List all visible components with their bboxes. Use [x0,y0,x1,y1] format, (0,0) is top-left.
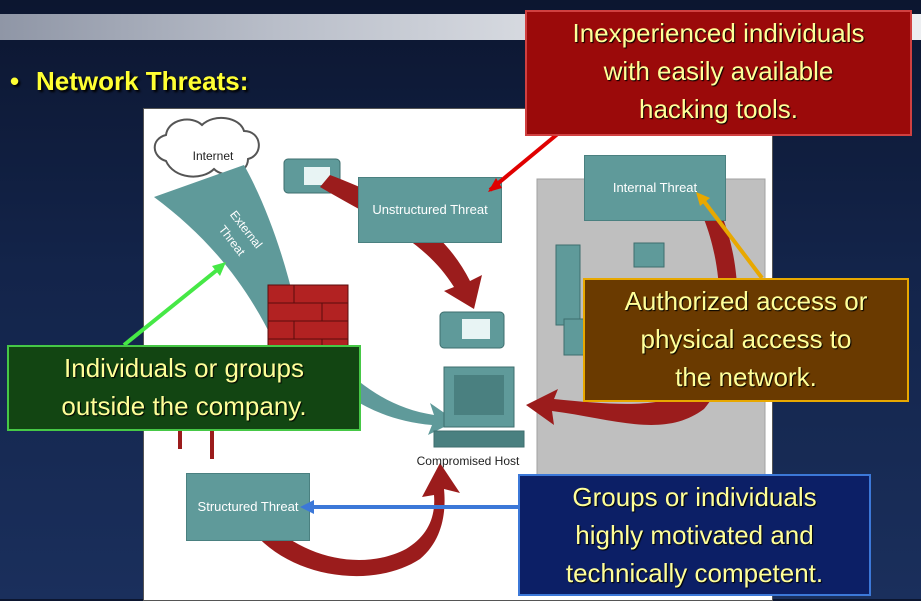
callout-line: physical access to [640,324,852,354]
structured-threat-box: Structured Threat [186,473,310,541]
cloud-icon [153,116,260,178]
callout-line: Individuals or groups [64,353,304,383]
callout-line: outside the company. [61,391,307,421]
callout-unstructured: Inexperienced individuals with easily av… [525,10,912,136]
external-threat-arrow [154,165,304,389]
callout-line: hacking tools. [639,94,798,124]
internet-label: Internet [192,149,234,163]
slide-title: • Network Threats: [10,66,248,97]
callout-structured: Groups or individuals highly motivated a… [518,474,871,596]
slide-title-text: Network Threats: [36,66,249,96]
phone-icon [439,311,505,349]
callout-line: Inexperienced individuals [572,18,865,48]
callout-line: highly motivated and [575,520,814,550]
callout-line: Groups or individuals [572,482,817,512]
computer-icon [433,366,525,448]
internal-threat-box: Internal Threat [584,155,726,221]
callout-line: with easily available [603,56,834,86]
callout-line: the network. [675,362,817,392]
callout-external: Individuals or groups outside the compan… [7,345,361,431]
callout-line: technically competent. [565,558,824,588]
server-icon [555,242,665,356]
compromised-host-label: Compromised Host [416,454,520,468]
structured-threat-arrow [254,463,460,577]
callout-internal: Authorized access or physical access to … [583,278,909,402]
callout-line: Authorized access or [624,286,868,316]
unstructured-threat-box: Unstructured Threat [358,177,502,243]
bullet-icon: • [10,66,20,96]
